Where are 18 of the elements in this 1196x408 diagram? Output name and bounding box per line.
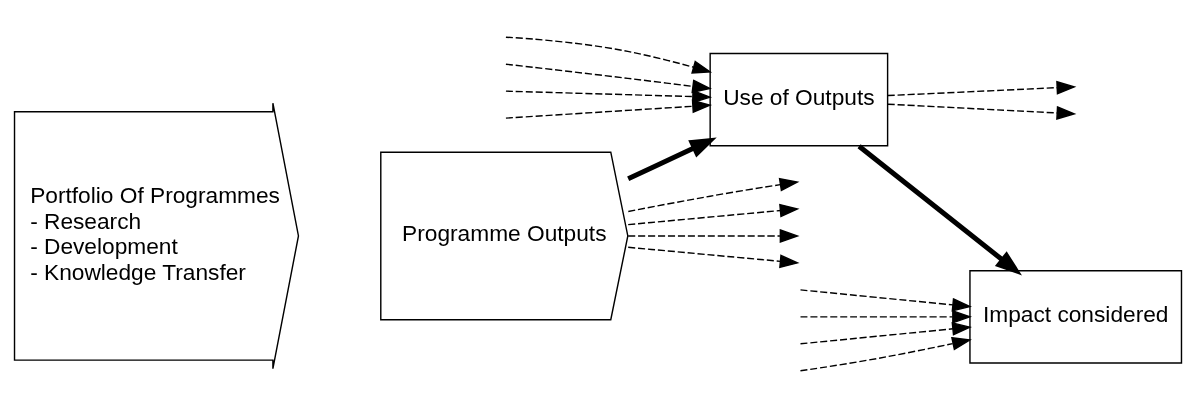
arrow — [627, 203, 800, 226]
arrow — [627, 246, 800, 269]
arrow — [887, 103, 1077, 120]
arrow — [505, 89, 713, 119]
arrow — [505, 79, 713, 114]
arrow — [799, 309, 972, 324]
arrow — [505, 63, 713, 104]
arrow — [799, 336, 972, 372]
arrow — [799, 321, 972, 345]
arrow — [887, 80, 1077, 97]
arrow — [857, 144, 1022, 276]
arrow — [627, 137, 717, 181]
arrow — [799, 289, 972, 312]
arrow — [627, 177, 800, 213]
arrow — [505, 36, 713, 74]
node-box: Impact considered — [969, 270, 1183, 364]
arrow — [627, 228, 800, 243]
node-box: Use of Outputs — [709, 52, 889, 147]
